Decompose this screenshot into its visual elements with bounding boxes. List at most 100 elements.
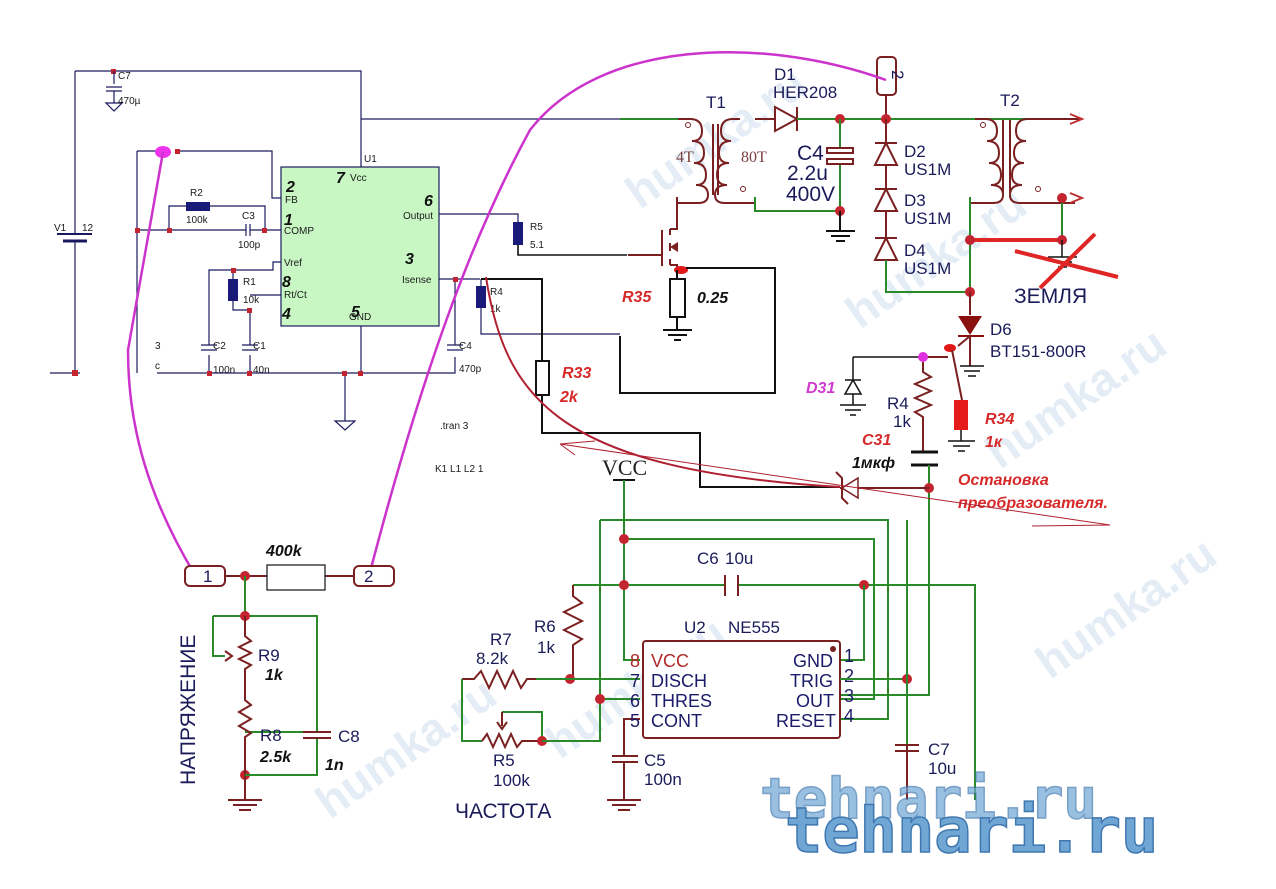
pin-name: RESET bbox=[776, 711, 836, 731]
wiper-arrow-icon bbox=[224, 650, 234, 662]
r5-resistor bbox=[513, 222, 523, 245]
r8-ref: R8 bbox=[260, 726, 282, 745]
c7-value: 470µ bbox=[118, 96, 141, 107]
wire bbox=[840, 465, 930, 696]
c31-value: 1мкф bbox=[852, 455, 895, 472]
r5-ref: R5 bbox=[530, 222, 543, 233]
t2-ref: T2 bbox=[1000, 91, 1020, 110]
d4-part: US1M bbox=[904, 259, 951, 278]
wire bbox=[480, 279, 620, 335]
u2-ref: U2 bbox=[684, 618, 706, 637]
pin-name: VCC bbox=[651, 651, 689, 671]
label-fragment: 3 bbox=[155, 341, 161, 352]
c7-capacitor bbox=[106, 71, 122, 103]
r4-value: 1k bbox=[490, 304, 502, 315]
pin-number: 4 bbox=[844, 706, 854, 726]
c4-value: 2.2u bbox=[787, 162, 828, 185]
logo-text-back: tehnari.ru bbox=[760, 767, 1097, 832]
d3-ref: D3 bbox=[904, 191, 926, 210]
wire bbox=[600, 519, 889, 720]
pin-name: Vcc bbox=[350, 173, 367, 184]
pin-number: 4 bbox=[281, 306, 291, 323]
wire bbox=[542, 699, 601, 742]
d2-diode-icon bbox=[873, 140, 899, 166]
d31-diode-icon bbox=[843, 378, 863, 395]
r1-resistor bbox=[228, 279, 238, 301]
mosfet-icon bbox=[669, 197, 678, 272]
wire bbox=[344, 326, 362, 421]
r4-ref: R4 bbox=[490, 287, 503, 298]
v1-value: 12 bbox=[82, 223, 94, 234]
c3-capacitor bbox=[245, 224, 251, 236]
c4-value: 470p bbox=[459, 364, 482, 375]
d1-ref: D1 bbox=[774, 65, 796, 84]
r9-ref: R9 bbox=[258, 646, 280, 665]
pin-number: 8 bbox=[630, 651, 640, 671]
pin-name: Isense bbox=[402, 275, 432, 286]
wire bbox=[619, 267, 776, 394]
junction bbox=[175, 149, 180, 154]
d2-ref: D2 bbox=[904, 142, 926, 161]
pin-number: 7 bbox=[336, 170, 346, 187]
ground-icon bbox=[333, 420, 357, 431]
d31-ref: D31 bbox=[806, 380, 835, 397]
pin-number: 1 bbox=[844, 646, 854, 666]
junction bbox=[619, 534, 629, 544]
label-fragment: c bbox=[155, 361, 160, 372]
pin-name: FB bbox=[285, 195, 298, 206]
d4-diode-icon bbox=[873, 235, 899, 261]
pin-name: OUT bbox=[796, 691, 834, 711]
stop-note-line1: Остановка bbox=[958, 472, 1049, 489]
r2-resistor bbox=[186, 202, 210, 211]
pin-number: 2 bbox=[844, 666, 854, 686]
ground-icon bbox=[1048, 240, 1077, 268]
polarity-dot bbox=[980, 122, 986, 128]
pin-name: Rt/Ct bbox=[284, 290, 307, 301]
watermark-text: humka.ru bbox=[1026, 527, 1225, 688]
wire bbox=[951, 349, 963, 401]
wiper-arrow-icon bbox=[496, 712, 508, 731]
vcc-label: VCC bbox=[602, 455, 647, 480]
c4-ref: C4 bbox=[797, 142, 824, 165]
junction bbox=[207, 371, 212, 376]
ground-label: ЗЕМЛЯ bbox=[1014, 285, 1087, 308]
pin-number: 6 bbox=[424, 193, 433, 210]
cross-out-mark bbox=[1038, 232, 1097, 290]
polarity-dot bbox=[740, 186, 746, 192]
c6-capacitor bbox=[724, 575, 739, 596]
t1-primary-winding bbox=[677, 118, 710, 204]
c4-capacitor bbox=[826, 147, 854, 154]
logo-text-front: tehnari.ru bbox=[785, 794, 1158, 867]
junction bbox=[247, 371, 252, 376]
d2-part: US1M bbox=[904, 160, 951, 179]
stop-note-line2: преобразователя. bbox=[958, 495, 1108, 512]
mosfet-gate bbox=[628, 230, 663, 266]
d3-part: US1M bbox=[904, 209, 951, 228]
junction bbox=[944, 344, 956, 352]
junction bbox=[619, 580, 629, 590]
wire bbox=[481, 278, 840, 488]
d1-part: HER208 bbox=[773, 83, 837, 102]
r2-ref: R2 bbox=[190, 188, 203, 199]
d6-ref: D6 bbox=[990, 320, 1012, 339]
ground-icon bbox=[104, 102, 124, 112]
pin1-marker bbox=[830, 646, 836, 652]
t1-core bbox=[712, 124, 719, 195]
junction bbox=[342, 371, 347, 376]
wire bbox=[75, 70, 362, 168]
wire bbox=[517, 245, 627, 256]
r34-resistor bbox=[954, 400, 968, 430]
connector-2[interactable] bbox=[353, 565, 395, 587]
site-logo: tehnari.ru tehnari.ru bbox=[759, 766, 1159, 868]
t1-secondary-turns: 80T bbox=[741, 149, 767, 166]
wire bbox=[624, 538, 875, 700]
pin-number: 5 bbox=[351, 304, 361, 321]
junction bbox=[1057, 193, 1067, 203]
t1-secondary-winding bbox=[713, 118, 755, 204]
ground-icon bbox=[960, 365, 984, 377]
junction bbox=[595, 694, 605, 704]
wire bbox=[885, 119, 970, 293]
d6-part: BT151-800R bbox=[990, 342, 1086, 361]
wire bbox=[754, 119, 841, 212]
